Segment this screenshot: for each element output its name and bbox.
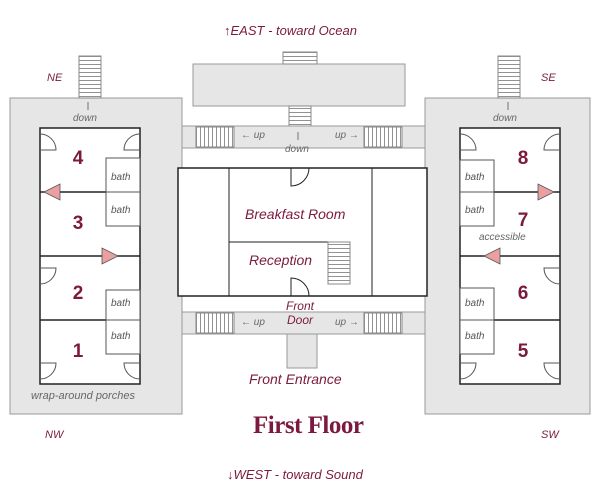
room-number-7: 7 bbox=[517, 210, 529, 231]
down-arrow-icon: ↓ bbox=[227, 467, 234, 482]
front-door-label: Front Door bbox=[282, 299, 318, 327]
bath-label-room5: bath bbox=[465, 331, 485, 342]
breakfast-room-label: Breakfast Room bbox=[245, 206, 346, 222]
top-left-stairs[interactable] bbox=[195, 126, 235, 148]
bottom-right-stairs[interactable] bbox=[363, 312, 403, 334]
accessible-note: accessible bbox=[479, 232, 526, 243]
compass-sw: SW bbox=[541, 429, 559, 441]
compass-ne: NE bbox=[47, 72, 63, 84]
reception-label: Reception bbox=[249, 252, 313, 268]
floor-title: First Floor bbox=[253, 412, 364, 439]
porches-note: wrap-around porches bbox=[31, 390, 135, 402]
room-number-1: 1 bbox=[72, 341, 84, 362]
room-number-5: 5 bbox=[517, 341, 529, 362]
up-arrow-icon: ↑ bbox=[224, 23, 231, 38]
bath-label-room3: bath bbox=[111, 205, 131, 216]
front-door-line2: Door bbox=[286, 313, 313, 327]
bottom-left-stairs[interactable] bbox=[195, 312, 235, 334]
west-direction-label: ↓WEST - toward Sound bbox=[227, 467, 363, 482]
se-stairs[interactable] bbox=[497, 55, 521, 99]
east-direction-label: ↑EAST - toward Ocean bbox=[224, 23, 357, 38]
compass-nw: NW bbox=[45, 429, 64, 441]
compass-se: SE bbox=[541, 72, 556, 84]
bath-label-room1: bath bbox=[111, 331, 131, 342]
front-door-line1: Front bbox=[285, 299, 314, 313]
room-number-4: 4 bbox=[72, 148, 84, 169]
bath-label-room7: bath bbox=[465, 205, 485, 216]
up-note-top-right: up → bbox=[335, 130, 359, 141]
east-deck bbox=[192, 63, 406, 107]
ne-stairs[interactable] bbox=[78, 55, 102, 99]
bath-label-room8: bath bbox=[465, 172, 485, 183]
room-number-3: 3 bbox=[72, 213, 84, 234]
room-number-8: 8 bbox=[517, 148, 529, 169]
bath-label-room4: bath bbox=[111, 172, 131, 183]
east-deck-stairs-top[interactable] bbox=[282, 51, 318, 65]
room-number-6: 6 bbox=[517, 283, 529, 304]
front-entrance-label: Front Entrance bbox=[249, 371, 342, 387]
down-note-center: down bbox=[285, 144, 309, 155]
up-note-top-left: ← up bbox=[241, 130, 265, 141]
center-building bbox=[177, 167, 428, 297]
bath-label-room2: bath bbox=[111, 298, 131, 309]
bath-label-room6: bath bbox=[465, 298, 485, 309]
room-number-2: 2 bbox=[72, 283, 84, 304]
interior-stairs[interactable] bbox=[327, 241, 351, 285]
up-note-bottom-left: ← up bbox=[241, 317, 265, 328]
top-right-stairs[interactable] bbox=[363, 126, 403, 148]
down-note-left: down bbox=[73, 113, 97, 124]
east-deck-stairs-bottom[interactable] bbox=[288, 105, 312, 127]
front-walk bbox=[286, 333, 318, 369]
down-note-right: down bbox=[493, 113, 517, 124]
up-note-bottom-right: up → bbox=[335, 317, 359, 328]
